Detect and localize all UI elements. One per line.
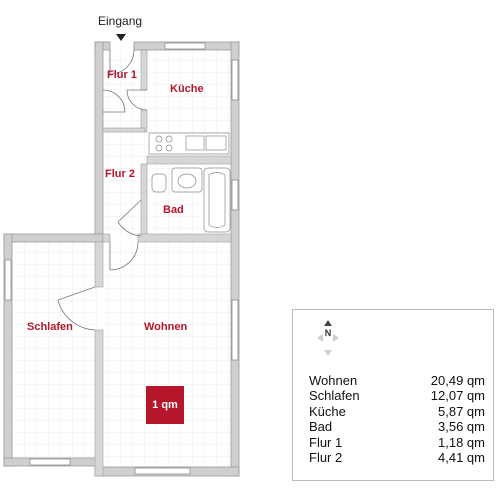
room-label-kueche: Küche — [170, 83, 204, 95]
kitchen-counter — [148, 132, 230, 155]
area-name: Flur 2 — [309, 450, 343, 466]
room-label-schlafen: Schlafen — [27, 321, 73, 333]
area-value: 20,49 qm — [430, 373, 485, 388]
compass-north-label: N — [324, 328, 332, 338]
area-value: 12,07 qm — [430, 388, 485, 404]
area-row: Küche 5,87 qm — [309, 404, 485, 419]
area-list: Wohnen 20,49 qm Schlafen 12,07 qm Küche 5,8… — [309, 373, 485, 465]
scale-label: 1 qm — [152, 399, 178, 411]
room-label-flur1: Flur 1 — [107, 69, 137, 81]
area-name: Flur 1 — [309, 434, 343, 450]
area-row: Flur 2 4,41 qm — [309, 450, 485, 465]
area-value: 4,41 qm — [438, 450, 485, 466]
area-name: Wohnen — [309, 373, 358, 388]
area-value: 1,18 qm — [438, 434, 485, 450]
area-row: Flur 1 1,18 qm — [309, 435, 485, 450]
area-legend: N Wohnen 20,49 qm Schlafen 12,07 qm Küche 5… — [292, 309, 494, 481]
windows — [4, 42, 239, 475]
compass-rose-icon — [317, 320, 339, 356]
area-name: Bad — [309, 419, 333, 435]
area-row: Bad 3,56 qm — [309, 419, 485, 434]
compass-icon: N — [315, 318, 341, 358]
area-name: Küche — [309, 403, 346, 419]
entrance-arrow-icon — [116, 34, 126, 41]
room-label-wohnen: Wohnen — [144, 321, 187, 333]
area-row: Schlafen 12,07 qm — [309, 388, 485, 403]
entrance-label: Eingang — [98, 14, 143, 28]
floor-area — [12, 50, 231, 467]
area-value: 3,56 qm — [438, 419, 485, 435]
area-name: Schlafen — [309, 388, 360, 404]
door-swings — [57, 49, 148, 331]
area-value: 5,87 qm — [438, 403, 485, 419]
room-label-flur2: Flur 2 — [105, 168, 135, 180]
scale-square: 1 qm — [146, 386, 184, 424]
area-row: Wohnen 20,49 qm — [309, 373, 485, 388]
bathroom-fixtures — [151, 167, 231, 233]
room-label-bad: Bad — [163, 204, 184, 216]
interior-walls — [94, 49, 232, 477]
